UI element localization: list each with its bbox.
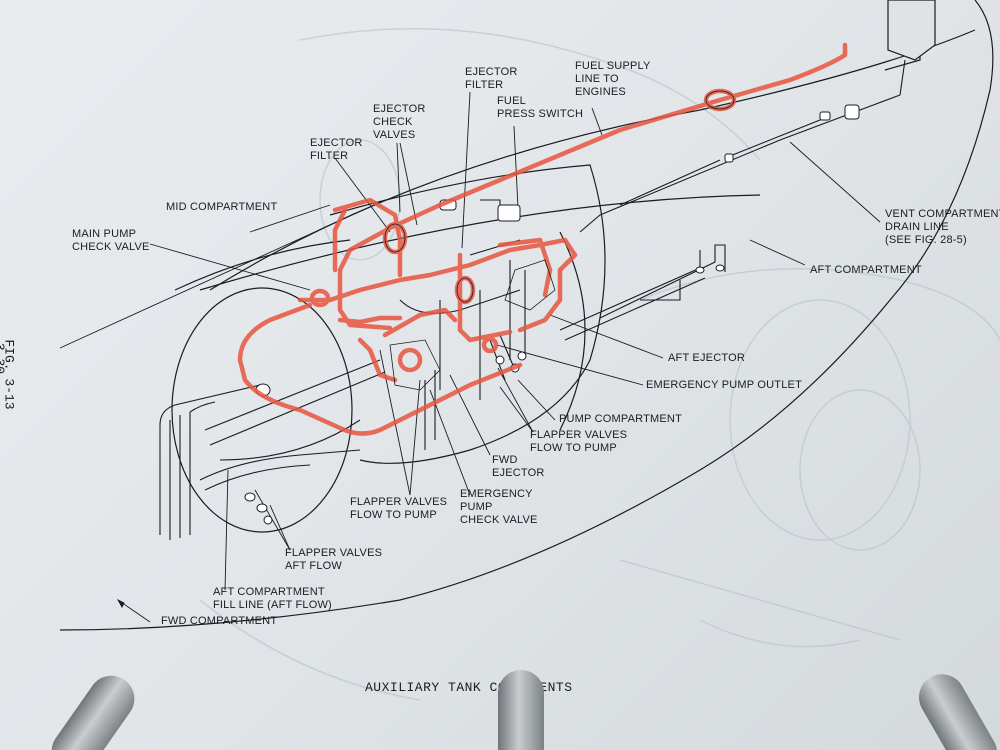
bleed-through-drawing — [199, 28, 1000, 701]
label-emergency-pump-check-valve: EMERGENCY PUMP CHECK VALVE — [460, 488, 538, 526]
fittings — [244, 104, 860, 525]
label-emergency-pump-outlet: EMERGENCY PUMP OUTLET — [646, 379, 802, 391]
label-flapper-valves-aft-flow: FLAPPER VALVES AFT FLOW — [285, 547, 383, 572]
label-main-pump-check-valve: MAIN PUMP CHECK VALVE — [72, 228, 150, 253]
label-fuel-press-switch: FUEL PRESS SWITCH — [497, 95, 584, 120]
label-fwd-compartment: FWD COMPARTMENT — [161, 615, 278, 627]
tank-aft-shell — [59, 0, 994, 631]
label-pump-compartment: PUMP COMPARTMENT — [559, 413, 682, 425]
fuel-supply-line — [347, 42, 848, 253]
fwd-bulkhead — [171, 287, 353, 533]
label-flapper-valves-flow-to-pump-right: FLAPPER VALVES FLOW TO PUMP — [530, 429, 628, 454]
label-ejector-filter-top: EJECTOR FILTER — [465, 66, 518, 91]
binder-ring-center — [498, 670, 544, 750]
label-vent-compartment-drain: VENT COMPARTMENT DRAIN LINE (SEE FIG. 28… — [885, 208, 1000, 246]
label-ejector-filter-left: EJECTOR FILTER — [310, 137, 363, 162]
figure-reference: FIG. 3-13 3-30 — [0, 339, 62, 409]
label-aft-compartment: AFT COMPARTMENT — [810, 264, 922, 276]
duct-box — [887, 0, 936, 61]
main-loop — [237, 302, 523, 436]
label-fwd-ejector: FWD EJECTOR — [492, 454, 545, 479]
black-plumbing — [159, 59, 906, 540]
tank-outline — [59, 0, 994, 631]
page-number: 3-30 — [0, 342, 8, 375]
leader-lines — [59, 91, 881, 623]
label-aft-compartment-fill-line: AFT COMPARTMENT FILL LINE (AFT FLOW) — [213, 586, 332, 611]
component-details — [384, 90, 735, 391]
label-flapper-valves-flow-to-pump-left: FLAPPER VALVES FLOW TO PUMP — [350, 496, 448, 521]
label-mid-compartment: MID COMPARTMENT — [166, 201, 278, 213]
label-fuel-supply-line: FUEL SUPPLY LINE TO ENGINES — [575, 60, 651, 98]
label-aft-ejector: AFT EJECTOR — [668, 352, 745, 364]
label-ejector-check-valves: EJECTOR CHECK VALVES — [373, 103, 426, 141]
